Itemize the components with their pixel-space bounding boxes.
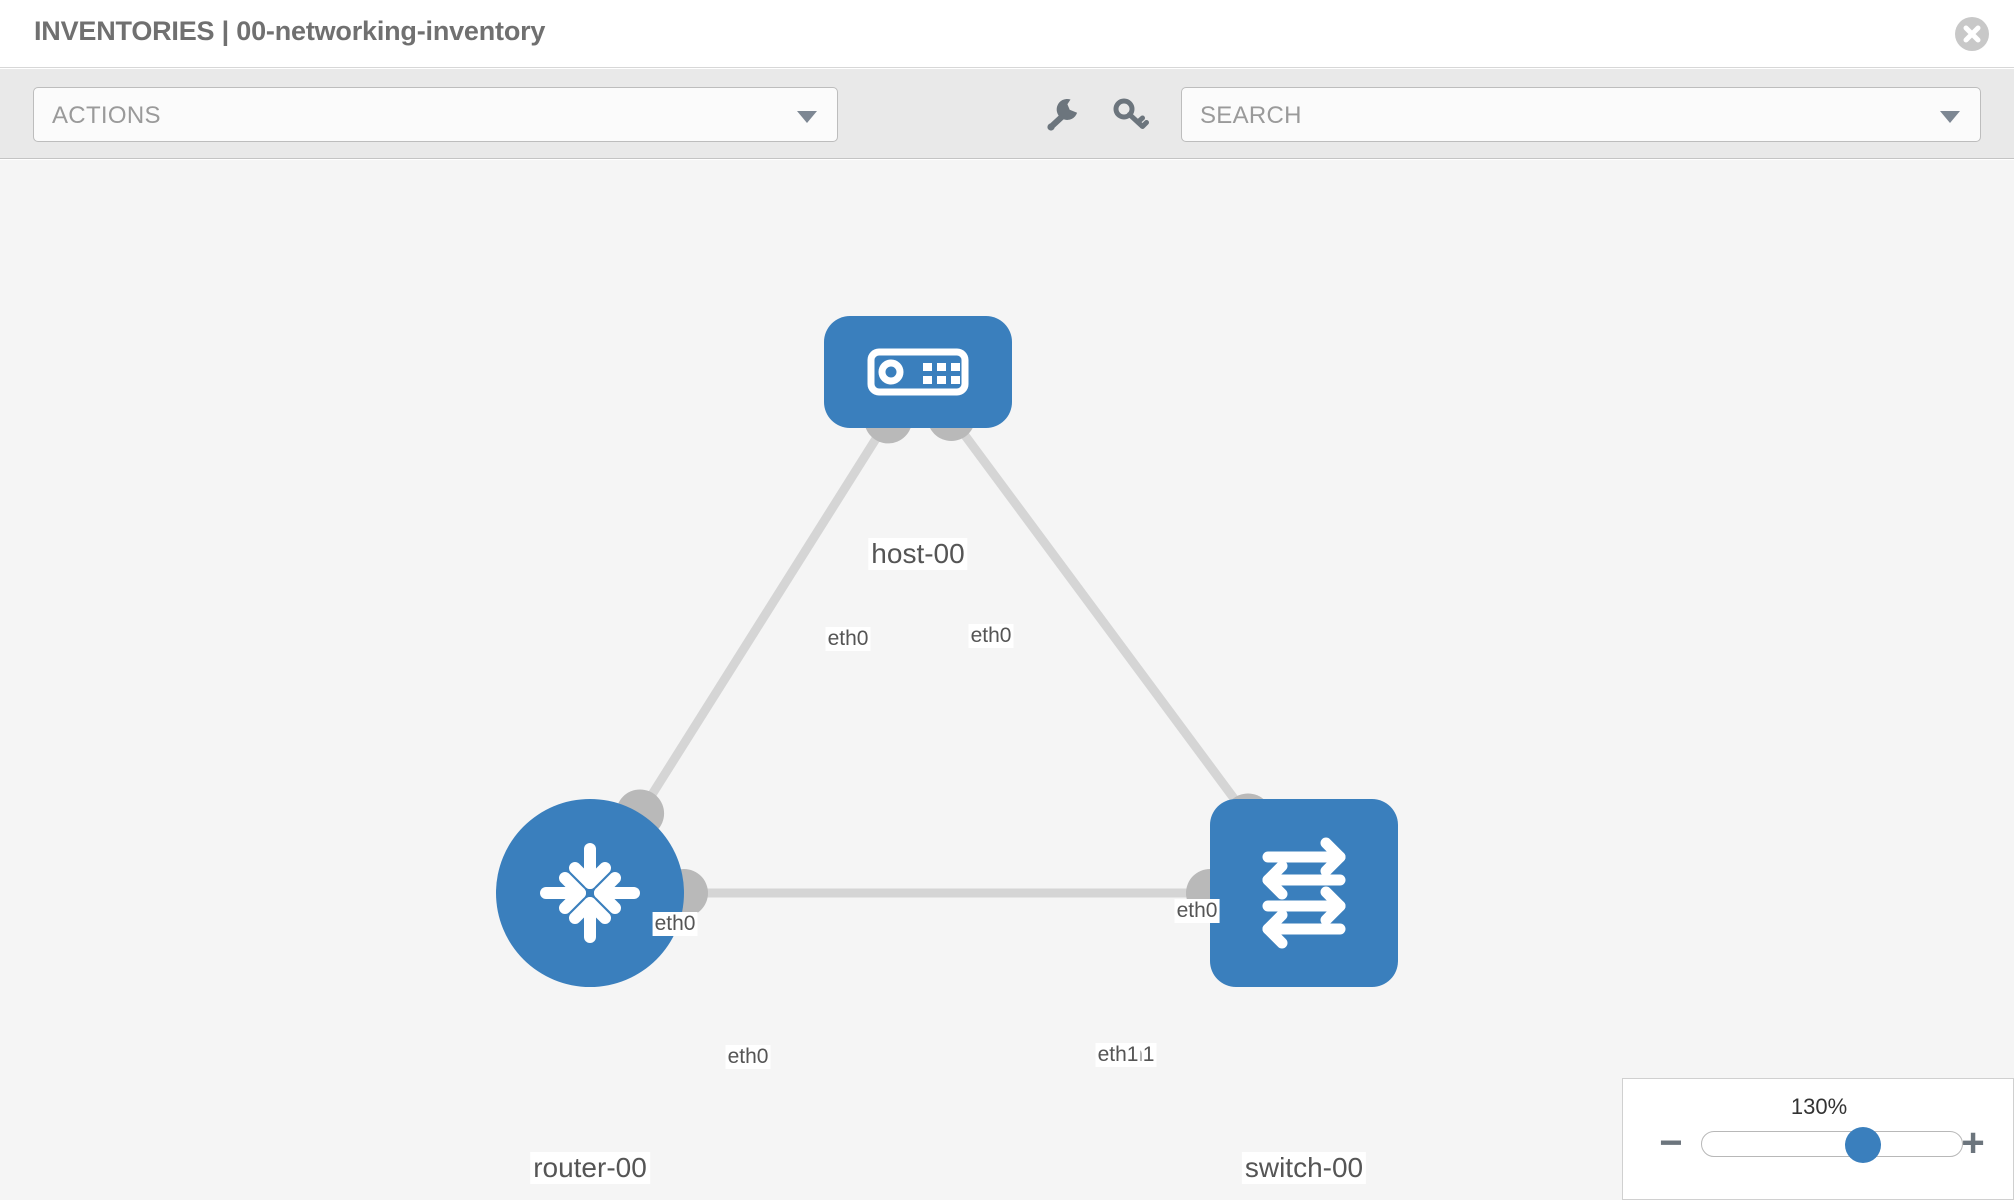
key-icon[interactable] xyxy=(1107,91,1153,137)
zoom-slider-thumb[interactable] xyxy=(1845,1127,1882,1163)
node-label-router-00: router-00 xyxy=(530,1152,650,1184)
search-input[interactable]: SEARCH xyxy=(1181,87,1981,142)
search-placeholder-label: SEARCH xyxy=(1200,102,1302,129)
node-label-host-00: host-00 xyxy=(868,538,968,570)
zoom-in-button[interactable]: + xyxy=(1961,1121,1985,1165)
topology-node-switch-00[interactable] xyxy=(1210,799,1398,987)
zoom-level-value: 130% xyxy=(1790,1094,1848,1119)
topology-canvas[interactable]: host-00 router-00 switch-00 eth0 eth0 eth0… xyxy=(0,160,2014,1200)
topology-node-host-00[interactable] xyxy=(824,316,1012,428)
zoom-slider-track[interactable] xyxy=(1701,1127,1963,1163)
interface-label: eth0 xyxy=(825,627,871,651)
actions-dropdown-label: ACTIONS xyxy=(52,102,161,129)
interface-label: eth0 xyxy=(968,624,1014,648)
actions-dropdown[interactable]: ACTIONS xyxy=(33,87,838,142)
interface-label: eth0 xyxy=(1174,899,1220,923)
interface-label: eth0 xyxy=(652,912,698,936)
topology-nodes xyxy=(496,316,1398,987)
node-label-switch-00: switch-00 xyxy=(1241,1152,1367,1184)
page-header: INVENTORIES | 00-networking-inventory xyxy=(0,0,2014,68)
topology-links xyxy=(586,369,1308,898)
page-title: INVENTORIES | 00-networking-inventory xyxy=(34,16,546,46)
zoom-control-panel: 130% − + xyxy=(1622,1078,2014,1200)
wrench-icon[interactable] xyxy=(1040,91,1086,137)
zoom-out-button[interactable]: − xyxy=(1659,1121,1683,1165)
topology-node-router-00[interactable] xyxy=(496,799,684,987)
topology-graph xyxy=(496,316,1398,987)
topology-interface-nubs xyxy=(616,392,1273,917)
interface-label: eth0 xyxy=(725,1045,771,1069)
chevron-down-icon xyxy=(797,111,817,123)
toolbar: ACTIONS SEARC xyxy=(0,69,2014,159)
chevron-down-icon xyxy=(1940,111,1960,123)
close-icon[interactable] xyxy=(1955,17,1989,51)
interface-label: eth1 xyxy=(1095,1043,1141,1067)
